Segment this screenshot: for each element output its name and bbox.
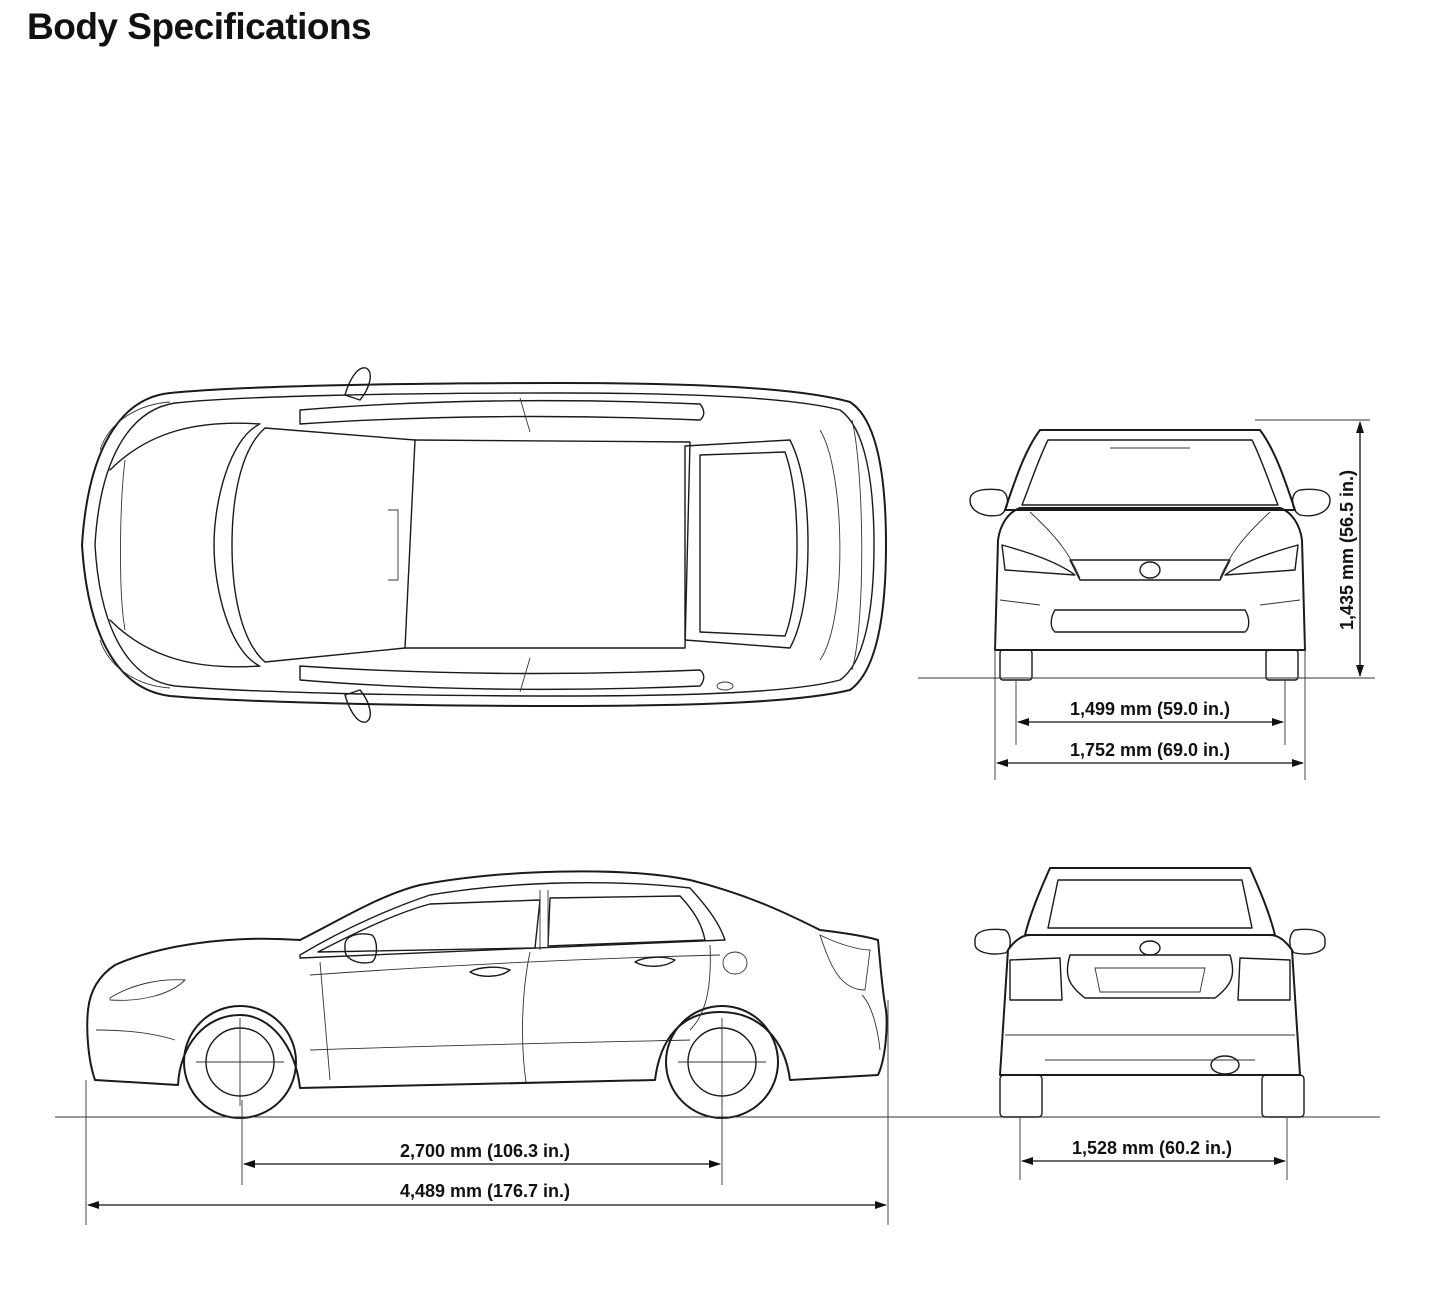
width-label: 1,752 mm (69.0 in.): [1070, 740, 1230, 760]
page-title: Body Specifications: [27, 6, 372, 47]
front-tread-dimension: 1,499 mm (59.0 in.): [1015, 680, 1286, 745]
length-label: 4,489 mm (176.7 in.): [400, 1181, 570, 1201]
rear-view-car: [974, 867, 1326, 1118]
width-dimension: 1,752 mm (69.0 in.): [994, 640, 1306, 780]
wheelbase-dimension: 2,700 mm (106.3 in.): [241, 1100, 723, 1185]
side-view-car: [86, 870, 888, 1119]
rear-tread-dimension: 1,528 mm (60.2 in.): [1019, 1118, 1288, 1180]
top-view-car: [81, 367, 887, 723]
front-view-car: [969, 429, 1331, 681]
front-tread-label: 1,499 mm (59.0 in.): [1070, 699, 1230, 719]
length-dimension: 4,489 mm (176.7 in.): [85, 1000, 889, 1225]
height-label: 1,435 mm (56.5 in.): [1337, 470, 1357, 630]
wheelbase-label: 2,700 mm (106.3 in.): [400, 1141, 570, 1161]
rear-tread-label: 1,528 mm (60.2 in.): [1072, 1138, 1232, 1158]
height-dimension: 1,435 mm (56.5 in.): [1255, 419, 1370, 677]
